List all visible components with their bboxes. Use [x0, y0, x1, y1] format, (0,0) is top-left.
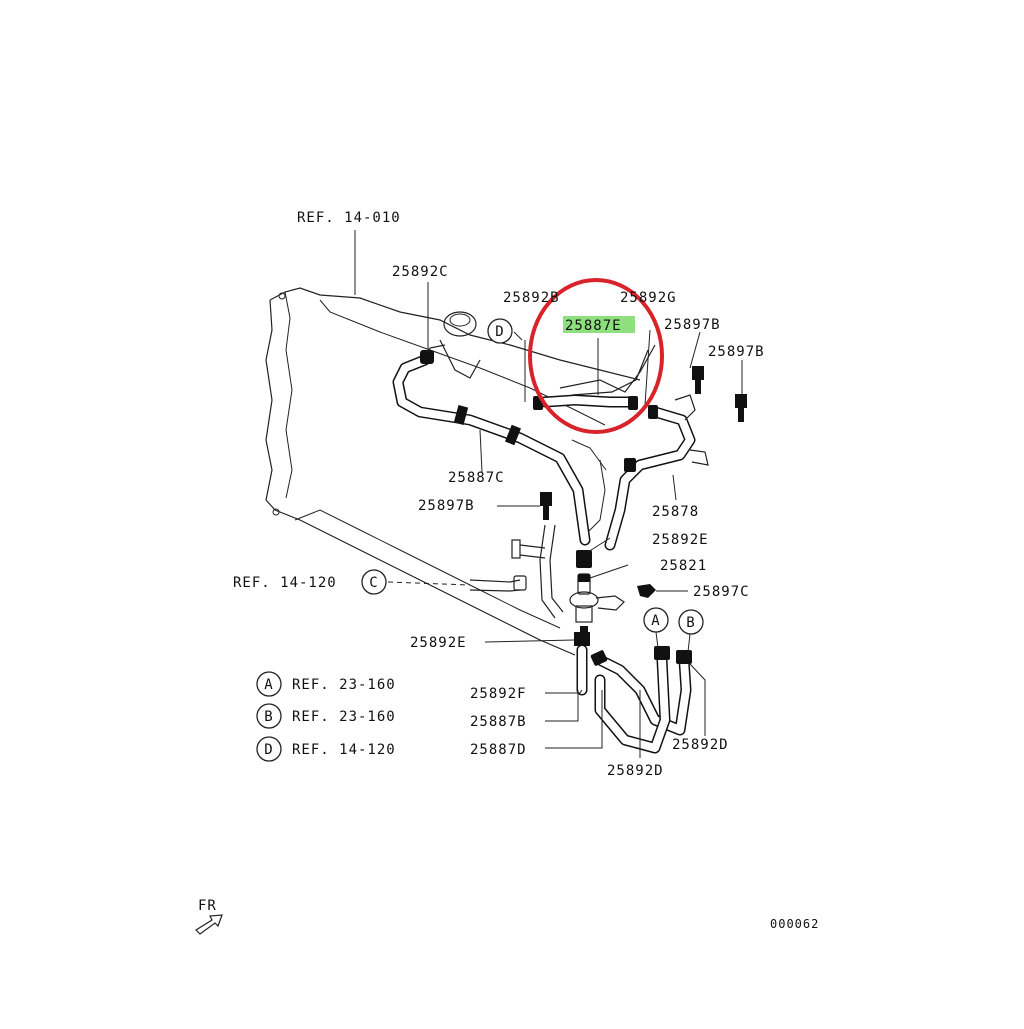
label-25897c: 25897C [693, 584, 750, 600]
legend-item-a-text: REF. 23-160 [292, 677, 396, 693]
legend-item-b-marker: B [264, 709, 273, 725]
label-25897b-right2: 25897B [708, 344, 765, 360]
label-25878: 25878 [652, 504, 699, 520]
hose-25887e [524, 340, 656, 410]
highlight-25887e [563, 316, 635, 333]
reservoir-cap [424, 311, 481, 379]
label-25887e: 25887E [565, 318, 622, 334]
label-25897b-right1: 25897B [664, 317, 721, 333]
bolt-25897b-c [540, 492, 552, 520]
legend-item-b-text: REF. 23-160 [292, 709, 396, 725]
bolt-25897b-b [735, 394, 747, 422]
front-marker: FR [195, 898, 223, 935]
legend-item-d: D REF. 14-120 [256, 736, 396, 762]
legend-item-d-marker: D [264, 742, 273, 758]
label-25887c: 25887C [448, 470, 505, 486]
clip-25897c [637, 584, 656, 598]
ref-marker-c-letter: C [369, 575, 378, 591]
legend-item-d-text: REF. 14-120 [292, 742, 396, 758]
label-25892e-low: 25892E [410, 635, 467, 651]
label-25821: 25821 [660, 558, 707, 574]
label-25887b: 25887B [470, 714, 527, 730]
label-ref-14-010: REF. 14-010 [297, 210, 401, 226]
ref-marker-b-letter: B [686, 615, 695, 631]
legend-item-b: B REF. 23-160 [256, 703, 396, 729]
label-ref-14-120-mid: REF. 14-120 [233, 575, 337, 591]
label-25892b-top: 25892B [503, 290, 560, 306]
lower-hoses [574, 632, 692, 754]
label-25887d: 25887D [470, 742, 527, 758]
junction-25821 [569, 550, 625, 634]
highlight-circle [528, 278, 664, 434]
part-labels: REF. 14-010 25892C 25892B 25892G 25887E … [233, 210, 765, 779]
upper-hose-25887c [392, 354, 591, 546]
ref-marker-d-letter: D [495, 324, 504, 340]
ref-marker-b: B [678, 609, 704, 635]
label-25897b-left: 25897B [418, 498, 475, 514]
label-25892d-right: 25892D [672, 737, 729, 753]
legend: A REF. 23-160 B REF. 23-160 D REF. 14-12… [256, 671, 396, 762]
label-25892d-mid: 25892D [607, 763, 664, 779]
hose-25878 [604, 394, 709, 551]
label-25892c-top: 25892C [392, 264, 449, 280]
clamp-25892c [420, 350, 434, 364]
legend-item-a-marker: A [264, 677, 273, 693]
ref-marker-d: D [487, 318, 513, 344]
bolt-25897b-a [692, 366, 704, 394]
front-marker-text: FR [198, 898, 217, 914]
ref-marker-a-letter: A [651, 613, 660, 629]
label-25892e-mid: 25892E [652, 532, 709, 548]
bypass-pipe [469, 524, 564, 619]
legend-item-a: A REF. 23-160 [256, 671, 396, 697]
leader-lines [354, 230, 743, 758]
diagram-code: 000062 [770, 917, 819, 931]
label-25892g: 25892G [620, 290, 677, 306]
ref-marker-a: A [643, 607, 669, 633]
ref-marker-c: C [361, 569, 387, 595]
radiator [265, 287, 641, 656]
label-25892f: 25892F [470, 686, 527, 702]
front-arrow-icon [195, 914, 223, 935]
